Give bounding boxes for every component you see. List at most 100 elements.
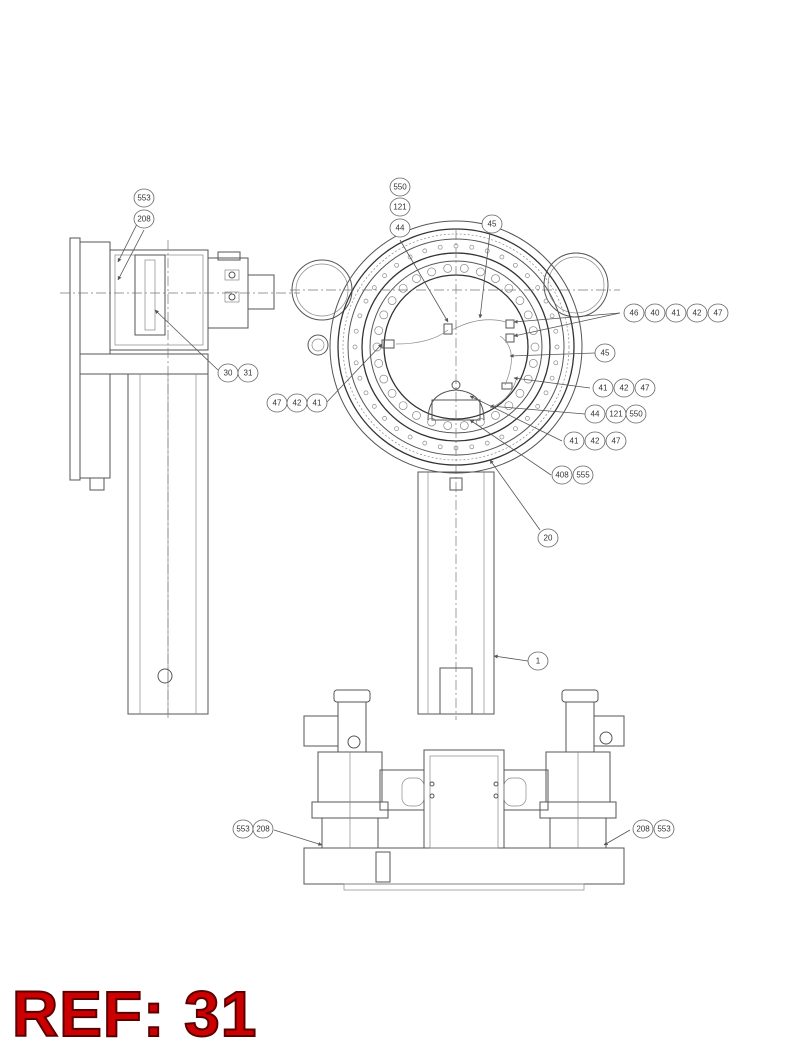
bolt-hole bbox=[407, 254, 413, 260]
bolt-hole bbox=[528, 359, 538, 368]
svg-text:553: 553 bbox=[137, 194, 151, 203]
svg-text:553: 553 bbox=[236, 825, 250, 834]
callout-bottom-view-1: 208 bbox=[252, 819, 274, 839]
bolt-hole bbox=[528, 326, 538, 335]
svg-text:41: 41 bbox=[313, 399, 322, 408]
bolt-hole bbox=[363, 298, 369, 304]
bolt-hole bbox=[504, 401, 514, 411]
callout-front-view-9: 45 bbox=[594, 343, 616, 363]
svg-text:553: 553 bbox=[657, 825, 671, 834]
bolt-hole bbox=[499, 434, 505, 440]
bolt-hole bbox=[407, 434, 413, 440]
svg-text:47: 47 bbox=[273, 399, 282, 408]
bolt-hole bbox=[504, 283, 514, 293]
svg-text:41: 41 bbox=[672, 309, 681, 318]
svg-text:121: 121 bbox=[393, 203, 407, 212]
svg-text:208: 208 bbox=[137, 215, 151, 224]
svg-text:44: 44 bbox=[396, 224, 405, 233]
callout-front-view-13: 44 bbox=[584, 404, 606, 424]
bolt-hole bbox=[484, 440, 490, 446]
callout-bottom-view-3: 553 bbox=[653, 819, 675, 839]
callout-front-view-10: 41 bbox=[592, 378, 614, 398]
bolt-hole bbox=[499, 254, 505, 260]
bolt-hole bbox=[412, 411, 421, 420]
callout-front-view-5: 40 bbox=[644, 303, 666, 323]
bolt-hole bbox=[374, 326, 384, 335]
bolt-hole bbox=[535, 285, 541, 290]
bolt-hole bbox=[553, 360, 559, 366]
callout-bottom-view-0: 553 bbox=[232, 819, 254, 839]
bolt-hole bbox=[459, 421, 469, 430]
bolt-hole bbox=[469, 444, 475, 450]
svg-text:46: 46 bbox=[630, 309, 639, 318]
bolt-hole bbox=[549, 313, 555, 319]
bolt-hole bbox=[382, 273, 387, 278]
svg-text:45: 45 bbox=[601, 349, 610, 358]
bolt-hole bbox=[352, 344, 358, 350]
svg-text:47: 47 bbox=[714, 309, 723, 318]
bolt-hole bbox=[371, 285, 377, 290]
callout-front-view-20: 555 bbox=[572, 465, 594, 485]
bolt-hole bbox=[443, 264, 453, 273]
callout-front-view-1: 121 bbox=[389, 197, 411, 217]
bolt-hole bbox=[398, 401, 408, 411]
bolt-hole bbox=[437, 444, 443, 450]
bolt-hole bbox=[515, 389, 525, 398]
bolt-hole bbox=[387, 296, 397, 305]
svg-text:208: 208 bbox=[256, 825, 270, 834]
svg-text:408: 408 bbox=[555, 471, 569, 480]
bolt-hole bbox=[379, 374, 389, 384]
bolt-hole bbox=[363, 390, 369, 396]
svg-text:42: 42 bbox=[693, 309, 702, 318]
svg-text:41: 41 bbox=[570, 437, 579, 446]
bolt-hole bbox=[530, 342, 540, 352]
bolt-hole bbox=[422, 248, 428, 254]
callout-front-view-22: 1 bbox=[527, 651, 549, 671]
bolt-hole bbox=[553, 328, 559, 334]
callout-side-view-3: 31 bbox=[237, 363, 259, 383]
callout-front-view-7: 42 bbox=[686, 303, 708, 323]
svg-text:44: 44 bbox=[591, 410, 600, 419]
callout-front-view-16: 41 bbox=[563, 431, 585, 451]
bolt-hole bbox=[374, 359, 384, 368]
bolt-hole bbox=[382, 416, 387, 421]
bolt-hole bbox=[357, 375, 363, 381]
callout-front-view-12: 47 bbox=[634, 378, 656, 398]
bolt-hole bbox=[484, 248, 490, 254]
callout-front-view-3: 45 bbox=[481, 214, 503, 234]
callout-front-view-6: 41 bbox=[665, 303, 687, 323]
svg-text:121: 121 bbox=[609, 410, 623, 419]
leader-lines bbox=[117, 209, 631, 846]
callout-side-view-1: 208 bbox=[133, 209, 155, 229]
bolt-hole bbox=[394, 262, 399, 268]
callout-side-view-2: 30 bbox=[217, 363, 239, 383]
bolt-hole bbox=[515, 296, 525, 305]
bolt-hole bbox=[459, 264, 469, 273]
bolt-hole bbox=[427, 267, 436, 277]
bolt-hole bbox=[476, 267, 485, 277]
callout-front-view-0: 550 bbox=[389, 177, 411, 197]
callout-front-view-23: 47 bbox=[266, 393, 288, 413]
bolt-hole bbox=[525, 273, 530, 278]
bolt-hole bbox=[353, 328, 359, 334]
callout-front-view-8: 47 bbox=[707, 303, 729, 323]
bolt-hole bbox=[513, 262, 518, 268]
callout-front-view-14: 121 bbox=[605, 404, 627, 424]
svg-text:41: 41 bbox=[599, 384, 608, 393]
svg-text:45: 45 bbox=[488, 220, 497, 229]
bottom-view bbox=[303, 689, 625, 891]
callout-front-view-4: 46 bbox=[623, 303, 645, 323]
bolt-hole bbox=[525, 416, 530, 421]
svg-text:42: 42 bbox=[293, 399, 302, 408]
bolt-hole bbox=[543, 390, 549, 396]
bolt-hole bbox=[535, 404, 541, 409]
bolt-hole bbox=[394, 426, 399, 432]
svg-text:42: 42 bbox=[620, 384, 629, 393]
svg-text:42: 42 bbox=[591, 437, 600, 446]
callout-front-view-2: 44 bbox=[389, 218, 411, 238]
svg-text:555: 555 bbox=[576, 471, 590, 480]
bolt-hole bbox=[443, 421, 453, 430]
callout-front-view-24: 42 bbox=[286, 393, 308, 413]
callout-front-view-25: 41 bbox=[306, 393, 328, 413]
svg-text:550: 550 bbox=[629, 410, 643, 419]
